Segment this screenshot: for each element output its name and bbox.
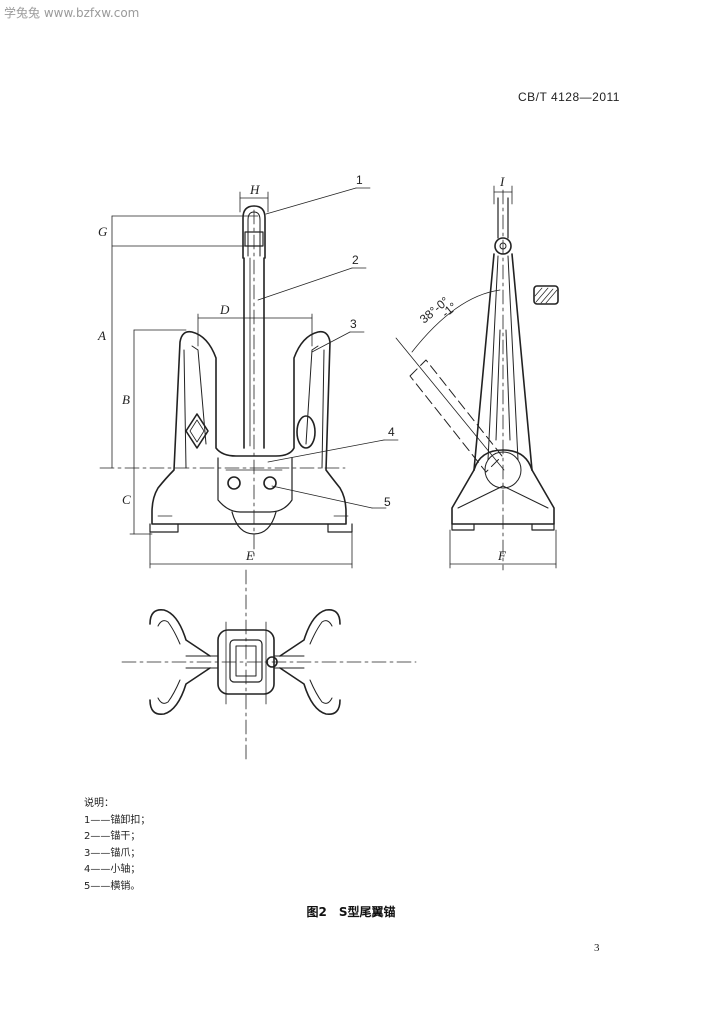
side-view	[395, 189, 559, 571]
figure-caption: 图2 S型尾翼锚	[306, 905, 396, 919]
legend: 说明： 1——锚卸扣； 2——锚干； 3——锚爪； 4——小轴； 5——横销。	[84, 796, 150, 896]
side-dimensions	[449, 185, 557, 569]
drawing-labels: H G A B C D E F I 1 2 3 4 5 38°-0° -1°	[97, 173, 507, 563]
legend-title: 说明：	[84, 798, 114, 809]
dim-label-h: H	[249, 182, 260, 197]
dim-label-i: I	[499, 174, 505, 189]
part-number-3: 3	[350, 317, 357, 331]
top-view	[121, 569, 417, 761]
dim-label-g: G	[98, 224, 108, 239]
standard-code: CB/T 4128—2011	[518, 90, 620, 104]
dim-label-d: D	[219, 302, 230, 317]
dim-label-a: A	[97, 328, 106, 343]
dim-label-f: F	[497, 548, 507, 563]
legend-item: 5——横销。	[84, 880, 141, 892]
front-dimensions	[111, 187, 399, 569]
part-number-2: 2	[352, 253, 359, 267]
legend-item: 4——小轴；	[84, 864, 141, 876]
legend-item: 1——锚卸扣；	[84, 814, 151, 826]
dim-label-b: B	[122, 392, 130, 407]
part-number-1: 1	[356, 173, 363, 187]
legend-item: 2——锚干；	[84, 831, 141, 843]
watermark-text: 学兔兔 www.bzfxw.com	[4, 6, 140, 20]
dim-label-e: E	[245, 548, 254, 563]
part-number-5: 5	[384, 495, 391, 509]
page-number: 3	[594, 942, 600, 954]
part-number-4: 4	[388, 425, 395, 439]
front-view	[99, 205, 353, 561]
dim-label-c: C	[122, 492, 131, 507]
legend-item: 3——锚爪；	[84, 847, 141, 859]
